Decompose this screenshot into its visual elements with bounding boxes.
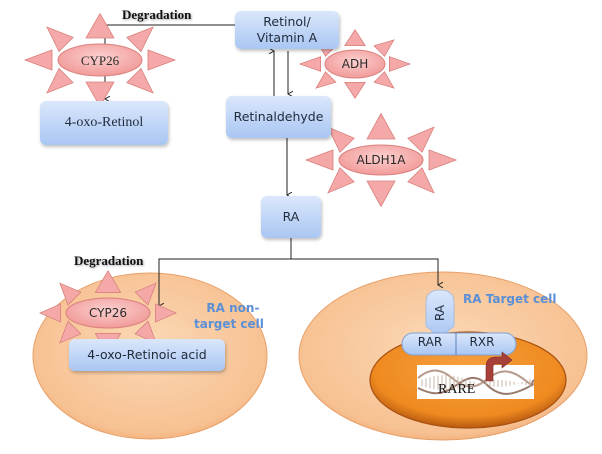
enzyme-ray xyxy=(373,71,395,89)
rar-rxr-dimer xyxy=(401,332,517,356)
enzyme-ray xyxy=(126,26,154,53)
target-cell-label: RA Target cell xyxy=(463,292,557,306)
retinaldehyde-box: Retinaldehyde xyxy=(226,96,331,138)
enzyme-ray xyxy=(298,56,321,72)
rxr-label: RXR xyxy=(469,335,495,349)
enzyme-ray xyxy=(85,12,115,39)
retinol-label-line1: Retinol/ xyxy=(263,14,311,30)
enzyme-ray xyxy=(315,71,337,89)
enzyme-ray xyxy=(327,167,355,194)
oxo-retinol-box: 4-oxo-Retinol xyxy=(40,101,168,145)
ra-box: RA xyxy=(261,196,321,238)
rare-dna-helix xyxy=(417,365,535,399)
enzyme-label-cyp26-top: CYP26 xyxy=(80,53,120,68)
enzyme-ray xyxy=(23,49,53,71)
enzyme-ray xyxy=(59,320,82,344)
enzyme-ray xyxy=(155,303,177,323)
enzyme-ray xyxy=(366,180,396,208)
enzyme-ray xyxy=(389,56,412,72)
oxo-retinoic-acid-box: 4-oxo-Retinoic acid xyxy=(69,339,225,371)
retinol-box: Retinol/ Vitamin A xyxy=(235,11,339,49)
enzyme-label-aldh1a: ALDH1A xyxy=(356,153,406,167)
enzyme-ray xyxy=(373,39,395,57)
ra-receptor-ligand xyxy=(425,289,455,339)
retinol-label-line2: Vitamin A xyxy=(256,30,318,45)
enzyme-label-cyp26-bottom: CYP26 xyxy=(88,306,127,320)
oxo-retinol-label: 4-oxo-Retinol xyxy=(64,115,144,131)
enzyme-ray xyxy=(134,320,157,344)
enzyme-ray xyxy=(59,282,82,306)
enzyme-body xyxy=(338,144,424,176)
enzyme-ray xyxy=(407,126,435,153)
enzyme-ray xyxy=(94,270,122,293)
enzyme-ray xyxy=(343,29,367,46)
enzyme-ray xyxy=(126,67,154,94)
oxo-retinoic-acid-label: 4-oxo-Retinoic acid xyxy=(87,347,207,363)
enzyme-ray xyxy=(46,67,74,94)
enzyme-ray xyxy=(327,126,355,153)
connector-ra-branch xyxy=(159,238,292,306)
enzyme-body xyxy=(65,297,151,329)
enzyme-body xyxy=(57,43,143,77)
enzyme-ray xyxy=(39,303,61,323)
connector-ra-to-target xyxy=(291,258,438,285)
enzyme-ray xyxy=(46,26,74,53)
enzyme-body xyxy=(324,49,386,79)
enzyme-ray xyxy=(407,167,435,194)
enzyme-label-adh: ADH xyxy=(341,57,369,71)
rar-label: RAR xyxy=(417,335,443,349)
degradation-label-bottom: Degradation xyxy=(74,253,144,268)
enzyme-ray xyxy=(428,149,458,171)
enzyme-adh xyxy=(298,29,412,99)
enzyme-ray xyxy=(304,149,334,171)
non-target-cell-label-line2: target cell xyxy=(194,317,264,332)
enzyme-ray xyxy=(343,82,367,99)
enzyme-cyp26-top xyxy=(23,12,177,108)
ra-label: RA xyxy=(282,209,300,225)
retinaldehyde-label: Retinaldehyde xyxy=(233,109,324,125)
non-target-cell-label: RA non- target cell xyxy=(194,300,264,332)
enzyme-cyp26-bottom xyxy=(39,270,177,356)
ra-receptor-label: RA xyxy=(433,304,447,322)
enzyme-aldh1a xyxy=(304,112,458,208)
enzyme-ray xyxy=(147,49,177,71)
enzyme-ray xyxy=(366,112,396,140)
transcription-arrow-icon xyxy=(485,351,513,382)
non-target-cell-label-line1: RA non- xyxy=(206,301,260,315)
enzyme-ray xyxy=(134,282,157,306)
rare-label: RARE xyxy=(438,382,476,397)
degradation-label-top: Degradation xyxy=(122,7,192,22)
enzyme-ray xyxy=(85,81,115,108)
